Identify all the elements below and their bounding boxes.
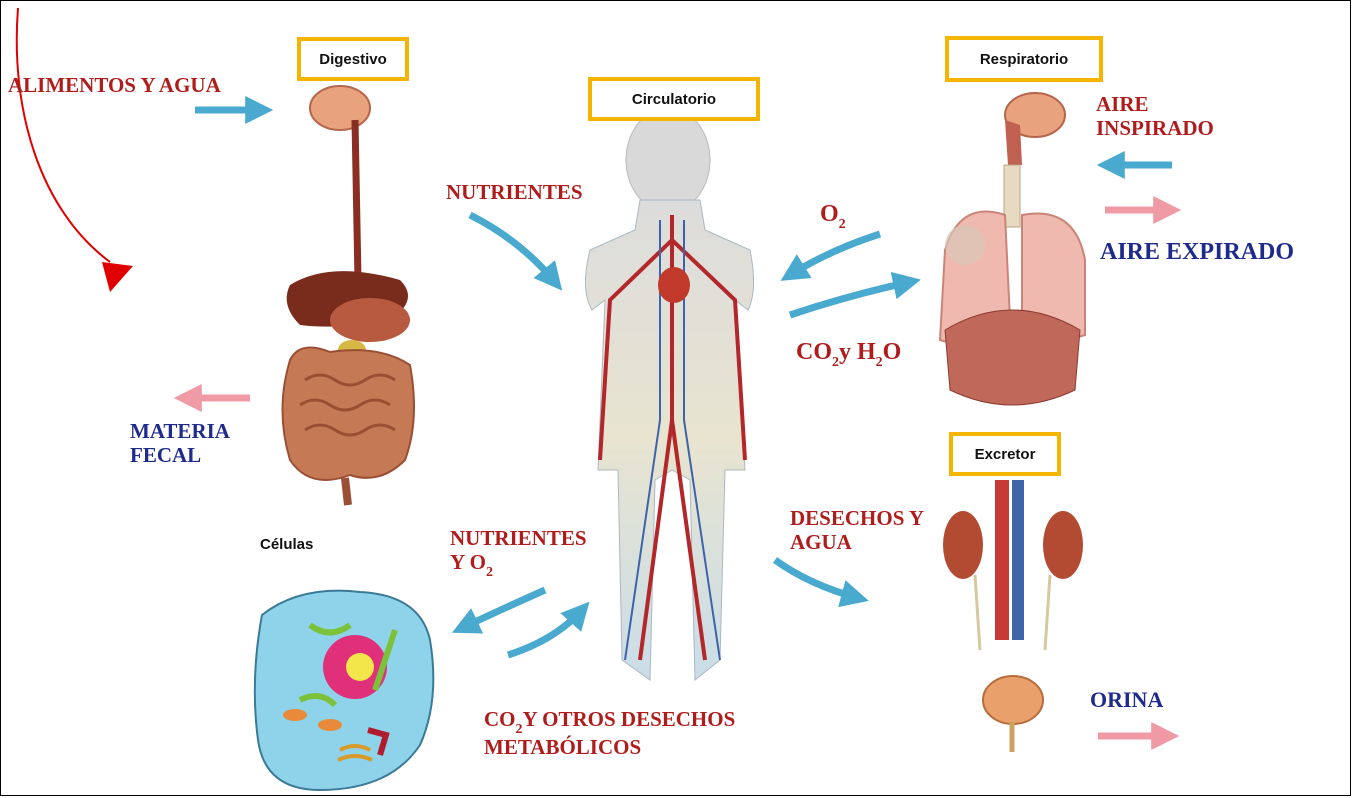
label-aire-expirado: AIRE EXPIRADO bbox=[1100, 240, 1294, 264]
arrow-co2-out bbox=[790, 282, 910, 315]
label-nutrientes-y-o2: NUTRIENTES Y O2 bbox=[450, 526, 587, 578]
arrow-to-cell bbox=[462, 590, 545, 628]
label-materia-fecal: MATERIA FECAL bbox=[130, 419, 230, 467]
label-orina: ORINA bbox=[1090, 688, 1163, 712]
label-co2-h2o: CO2y H2O bbox=[796, 340, 901, 368]
box-circulatorio: Circulatorio bbox=[588, 77, 760, 121]
arrow-wastes bbox=[775, 560, 858, 598]
box-excretor: Excretor bbox=[949, 432, 1061, 476]
arrow-from-cell bbox=[508, 610, 582, 655]
label-celulas: Células bbox=[260, 536, 313, 553]
label-o2: O2 bbox=[820, 202, 846, 230]
arrow-o2-in bbox=[790, 234, 880, 275]
box-respiratorio: Respiratorio bbox=[945, 36, 1103, 82]
pointer-arrowhead-icon bbox=[102, 262, 133, 292]
label-alimentos-y-agua: ALIMENTOS Y AGUA bbox=[8, 73, 221, 97]
label-aire-inspirado: AIRE INSPIRADO bbox=[1096, 92, 1214, 140]
respiratory-system-illustration bbox=[940, 93, 1085, 405]
circulatory-body-illustration bbox=[585, 108, 753, 680]
cell-illustration bbox=[255, 591, 434, 790]
digestive-system-illustration bbox=[283, 86, 415, 505]
label-nutrientes: NUTRIENTES bbox=[446, 180, 583, 204]
box-digestivo: Digestivo bbox=[297, 37, 409, 81]
label-desechos-y-agua: DESECHOS Y AGUA bbox=[790, 506, 924, 554]
excretory-system-illustration bbox=[943, 480, 1083, 752]
pointer-curve bbox=[17, 8, 110, 262]
arrow-nutrients bbox=[470, 215, 555, 282]
label-co2-otros-desechos: CO2Y OTROS DESECHOS METABÓLICOS bbox=[484, 707, 735, 759]
